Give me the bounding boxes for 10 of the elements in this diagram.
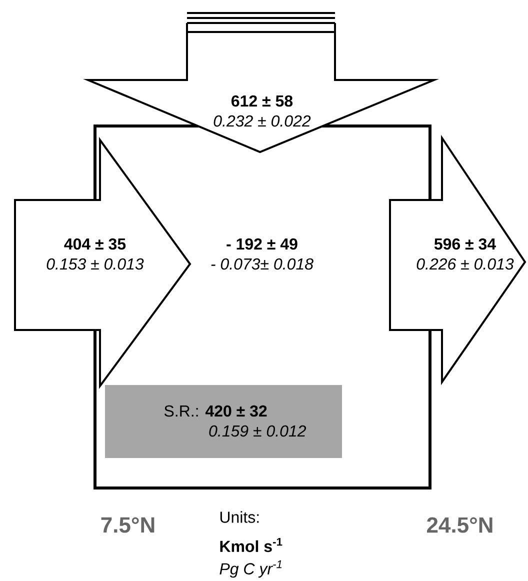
pointed-panel: 612 ± 58 0.232 ± 0.022 [83,12,440,154]
shaded-panel: S.R.: 420 ± 32 0.159 ± 0.012 [105,385,342,458]
pointed-panel: 404 ± 35 0.153 ± 0.013 [14,136,192,390]
node-label: 596 ± 34 [434,238,496,250]
latitude-label: 7.5°N [101,517,154,533]
latitude-label: 24.5°N [427,517,492,533]
unit-label: Kmol s$^{-1}$ [220,538,282,552]
pointed-panel: 596 ± 34 0.226 ± 0.013 [389,134,526,386]
unit-label: Pg C yr$^{-1}$ [220,560,282,578]
units-heading: Units: [220,511,259,523]
